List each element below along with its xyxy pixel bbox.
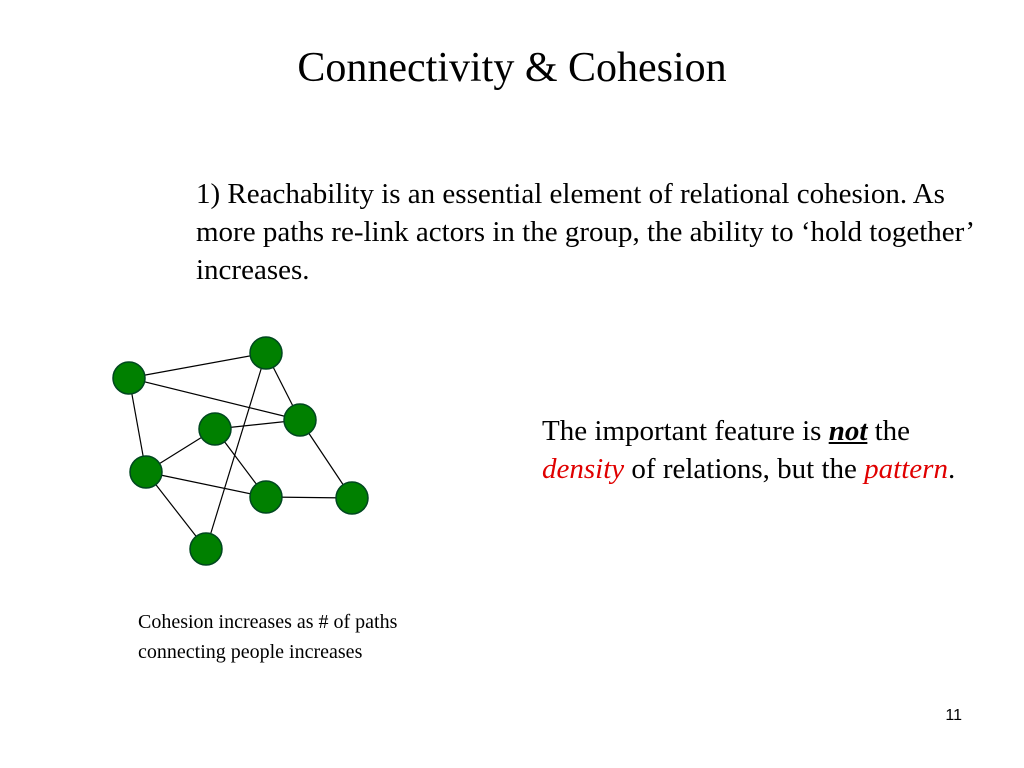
feature-text-part1: The important feature is	[542, 415, 829, 447]
network-node-c	[198, 412, 232, 446]
feature-text-part2: the	[867, 415, 911, 447]
network-edge-e-f	[145, 471, 267, 498]
network-node-b	[249, 336, 283, 370]
feature-text-part3: of relations, but the	[624, 453, 865, 485]
network-edge-a-b	[128, 352, 267, 379]
feature-emphasis-not: not	[828, 415, 868, 447]
network-nodes	[112, 336, 369, 566]
network-node-e	[129, 455, 163, 489]
reachability-point: 1) Reachability is an essential element …	[196, 178, 973, 286]
network-edge-a-d	[128, 377, 301, 421]
feature-emphasis-pattern: pattern	[864, 453, 948, 485]
network-node-a	[112, 361, 146, 395]
diagram-caption: Cohesion increases as # of paths connect…	[138, 611, 398, 663]
network-node-g	[335, 481, 369, 515]
feature-statement: The important feature is not the density…	[542, 412, 962, 488]
feature-emphasis-density: density	[542, 453, 625, 485]
network-node-f	[249, 480, 283, 514]
feature-text-part4: .	[947, 453, 956, 485]
slide-title: Connectivity & Cohesion	[297, 45, 727, 91]
network-edge-b-h	[205, 352, 267, 550]
network-edges	[128, 352, 353, 550]
network-node-h	[189, 532, 223, 566]
network-node-d	[283, 403, 317, 437]
page-number: 11	[945, 707, 962, 724]
